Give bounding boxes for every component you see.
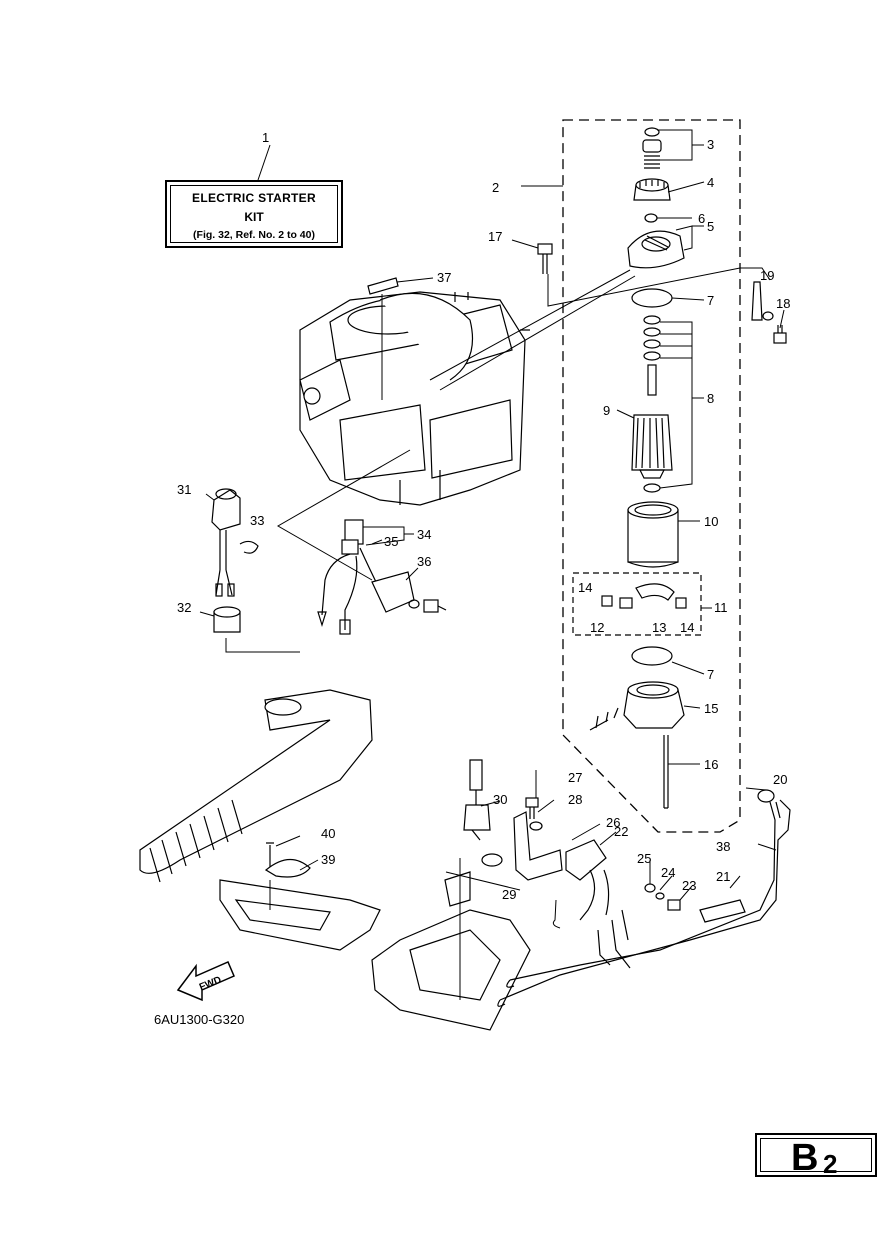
callout-26: 26 [606,815,620,830]
callout-36: 36 [417,554,431,569]
callout-5: 5 [707,219,714,234]
callout-37: 37 [437,270,451,285]
kit-title: ELECTRIC STARTER [192,191,316,205]
starter-kit-frame [562,119,741,833]
callout-6: 6 [698,211,705,226]
starter-motor-stack [537,127,787,809]
callout-23: 23 [682,878,696,893]
callout-12: 12 [590,620,604,635]
callout-14a: 14 [578,580,592,595]
drawing-code: 6AU1300-G320 [154,1012,245,1027]
page-code-box: B 2 [755,1133,877,1179]
callout-18: 18 [776,296,790,311]
callout-numbers: 1 2 3 4 6 5 17 19 7 18 8 9 10 14 11 12 1… [177,130,790,902]
tiller-handle [139,689,381,951]
bottom-cowling [371,871,531,1031]
part-39-clip [264,858,311,878]
callout-30: 30 [493,792,507,807]
callout-13: 13 [652,620,666,635]
callout-14b: 14 [680,620,694,635]
callout-11: 11 [714,600,728,615]
callout-20: 20 [773,772,787,787]
callout-34: 34 [417,527,431,542]
callout-24: 24 [661,865,675,880]
callout-39: 39 [321,852,335,867]
callout-2: 2 [492,180,499,195]
part-37-cable-tie [367,277,399,295]
starter-switch-group [199,488,300,653]
callout-4: 4 [707,175,714,190]
page-code-letter: B [791,1137,819,1179]
kit-subtitle: KIT [244,210,264,224]
callout-17: 17 [488,229,502,244]
electric-starter-kit-label: ELECTRIC STARTER KIT (Fig. 32, Ref. No. … [165,180,343,248]
callout-1: 1 [262,130,269,145]
callout-15: 15 [704,701,718,716]
callout-35: 35 [384,534,398,549]
callout-9: 9 [603,403,610,418]
callout-22: 22 [614,824,628,839]
callout-10: 10 [704,514,718,529]
callout-27: 27 [568,770,582,785]
callout-21: 21 [716,869,730,884]
callout-32: 32 [177,600,191,615]
page-code-number: 2 [823,1149,838,1179]
electrical-parts [445,759,791,1007]
callout-40: 40 [321,826,335,841]
relay-harness-group [317,519,447,635]
callout-33: 33 [250,513,264,528]
callout-8: 8 [707,391,714,406]
fwd-arrow: FWD [176,961,235,1002]
part-40-screw [266,842,274,868]
callout-31: 31 [177,482,191,497]
callout-28: 28 [568,792,582,807]
callout-3: 3 [707,137,714,152]
callout-7a: 7 [707,293,714,308]
callout-29: 29 [502,887,516,902]
callout-38: 38 [716,839,730,854]
callout-25: 25 [637,851,651,866]
callout-7b: 7 [707,667,714,682]
leader-lines-starter [257,129,785,765]
kit-reference: (Fig. 32, Ref. No. 2 to 40) [193,229,315,241]
engine-block [299,291,530,506]
callout-16: 16 [704,757,718,772]
callout-19: 19 [760,268,774,283]
